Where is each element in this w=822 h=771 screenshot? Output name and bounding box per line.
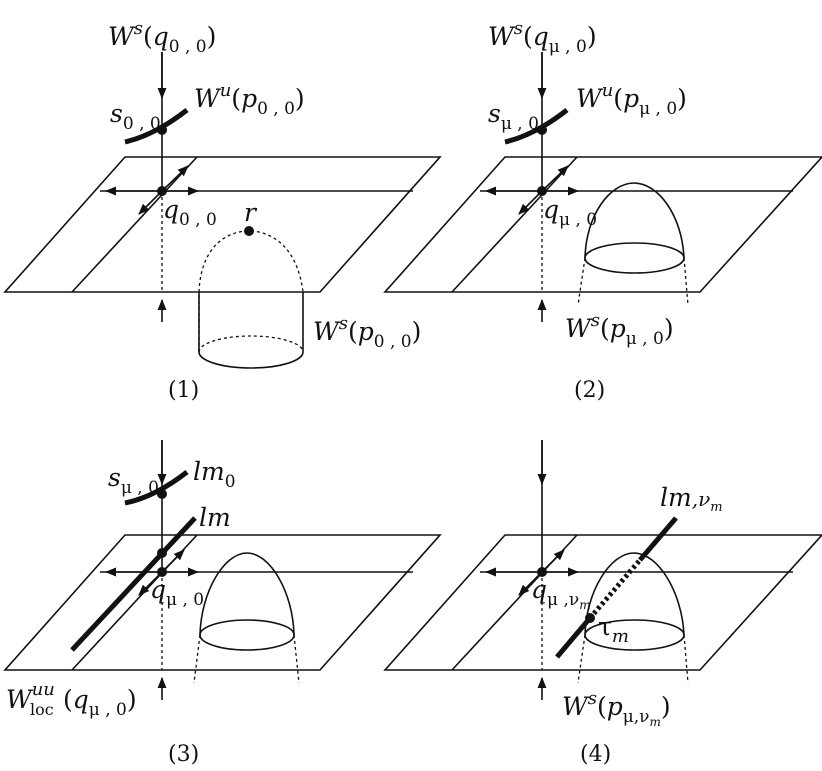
tau-label-4: τm <box>598 612 629 647</box>
cap-base-front-2 <box>584 257 685 274</box>
q-label-4: qμ ,νm <box>531 575 591 612</box>
wu-label-2: Wu(pμ , 0) <box>576 80 687 119</box>
ws-label-1: Ws(p0 , 0) <box>313 313 421 352</box>
plane-2 <box>383 156 822 293</box>
s-label-2: sμ , 0 <box>488 99 539 134</box>
line-lmv-upper-4 <box>638 516 678 562</box>
cap-below-dashed-3 <box>193 634 300 684</box>
cap-base-front-4 <box>584 634 685 651</box>
plane-3 <box>3 534 442 671</box>
point-intersect-3 <box>157 548 167 558</box>
s-label-1: s0 , 0 <box>110 99 161 134</box>
diag-arrow-up-4 <box>541 549 565 573</box>
cap-below-dashed-2 <box>577 257 689 306</box>
parallel-line-1 <box>71 156 198 293</box>
lm0-label-3: lm0 <box>193 457 236 492</box>
diag-arrow-down-3 <box>138 571 163 596</box>
line-lm-3 <box>70 516 197 652</box>
stable-cap-solid-4 <box>584 552 685 636</box>
parallel-line-2 <box>451 156 578 293</box>
unstable-curve-2 <box>504 108 569 145</box>
cap-base-front-3 <box>199 634 295 651</box>
point-q-2 <box>537 186 547 196</box>
cap-base-back-3 <box>199 619 295 636</box>
panel-2: Ws(qμ , 0) sμ , 0 Wu(pμ , 0) qμ , 0 Ws(p… <box>383 18 822 403</box>
diag-arrow-up-3 <box>161 549 185 573</box>
unstable-curve-1 <box>124 108 189 145</box>
s-label-3: sμ , 0 <box>108 463 159 498</box>
r-label-1: r <box>244 198 258 227</box>
q-label-2: qμ , 0 <box>543 195 597 230</box>
caption-1: (1) <box>168 378 199 403</box>
curve-lm0-3 <box>124 470 189 506</box>
cap-base-back-1 <box>198 335 304 353</box>
point-q-4 <box>537 567 547 577</box>
point-s-2 <box>537 125 547 135</box>
caption-2: (2) <box>574 378 605 403</box>
top-label-2: Ws(qμ , 0) <box>488 18 597 57</box>
diag-arrow-down-2 <box>518 190 543 215</box>
ws-label-2: Ws(pμ , 0) <box>565 310 674 349</box>
caption-3: (3) <box>168 742 199 767</box>
q-label-3: qμ , 0 <box>150 575 204 610</box>
cap-base-front-1 <box>198 351 304 369</box>
panel-1: Ws(q0 , 0) s0 , 0 Wu(p0 , 0) q0 , 0 r Ws… <box>3 18 442 403</box>
diag-arrow-down-4 <box>518 571 543 596</box>
point-q-1 <box>157 186 167 196</box>
top-label-1: Ws(q0 , 0) <box>108 18 216 57</box>
lm-label-3: lm <box>199 503 231 532</box>
line-lmv-lower-4 <box>555 616 592 659</box>
line-lmv-hidden-4 <box>588 558 642 620</box>
ws-label-4: Ws(pμ,νm) <box>562 688 671 729</box>
diag-arrow-up-2 <box>541 165 569 192</box>
diag-arrow-down-1 <box>138 190 163 215</box>
panel-4: lm,νm qμ ,νm τm Ws(pμ,νm) (4) <box>383 440 822 767</box>
plane-4 <box>383 534 822 671</box>
stable-cap-solid-1 <box>198 292 304 352</box>
point-tau-4 <box>585 613 595 623</box>
stable-cap-solid-2 <box>584 182 685 259</box>
point-r-1 <box>244 226 254 236</box>
stable-cap-dashed-1 <box>198 230 304 352</box>
point-s-3 <box>157 489 167 499</box>
stable-cap-solid-3 <box>199 552 295 636</box>
point-s-1 <box>157 125 167 135</box>
point-q-3 <box>157 567 167 577</box>
diag-arrow-up-1 <box>161 165 189 192</box>
caption-4: (4) <box>580 742 611 767</box>
lmv-label-4: lm,νm <box>660 483 723 515</box>
q-label-1: q0 , 0 <box>163 195 217 230</box>
plane-1 <box>3 156 442 293</box>
wu-label-1: Wu(p0 , 0) <box>194 80 305 119</box>
cap-base-back-4 <box>584 619 685 636</box>
cap-below-dashed-4 <box>577 634 689 684</box>
cap-base-back-2 <box>584 242 685 259</box>
